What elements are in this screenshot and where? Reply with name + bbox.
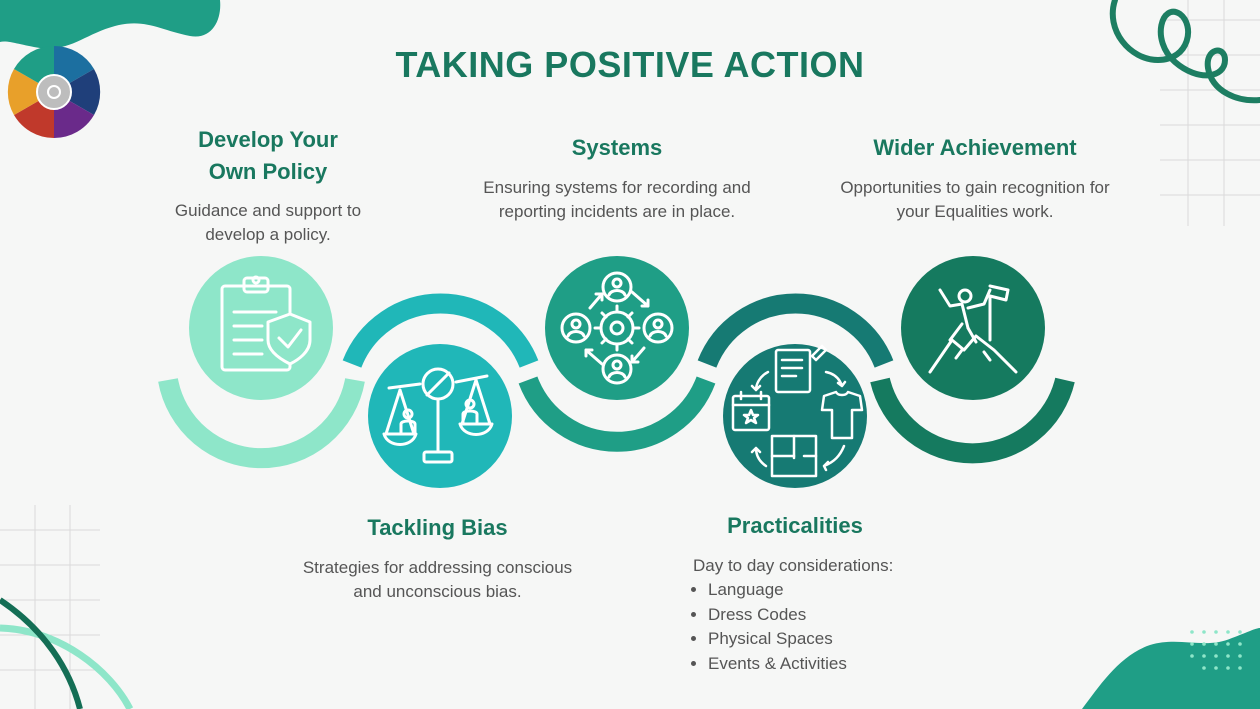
step2-circle: [368, 344, 512, 488]
step1-arc: [158, 378, 365, 469]
list-item: Physical Spaces: [708, 627, 948, 652]
step2-arc: [342, 293, 539, 368]
step5-heading: Wider Achievement: [873, 135, 1077, 160]
bottom-right-dots: [1190, 630, 1242, 670]
practicalities-cycle-icon: [731, 344, 864, 478]
list-item: Events & Activities: [708, 652, 948, 677]
logo-wheel-icon: [7, 45, 101, 139]
top-right-grid: [1160, 0, 1260, 226]
page-title: TAKING POSITIVE ACTION: [395, 44, 865, 85]
step5-circle: [901, 256, 1045, 400]
bottom-left-arc-light: [0, 624, 134, 709]
step1-heading: Develop Your Own Policy: [198, 127, 338, 184]
bottom-left-grid: [0, 505, 100, 709]
top-right-swirl: [1109, 0, 1260, 104]
step2-description: Strategies for addressing conscious and …: [302, 558, 573, 601]
step5-arc: [870, 377, 1075, 464]
step4-intro: Day to day considerations:: [693, 556, 894, 575]
step2-heading: Tackling Bias: [367, 515, 508, 540]
step4-list: Language Dress Codes Physical Spaces Eve…: [692, 578, 948, 676]
people-cycle-gear-icon: [560, 271, 674, 385]
step4-arc: [697, 293, 894, 368]
step3-circle: [545, 256, 689, 400]
step5-description: Opportunities to gain recognition for yo…: [840, 178, 1110, 221]
bottom-left-arc-dark: [0, 597, 83, 709]
list-item: Dress Codes: [708, 603, 948, 628]
step3-arc: [518, 376, 716, 452]
clipboard-shield-icon: [220, 275, 312, 372]
scales-prohibited-icon: [382, 367, 494, 464]
top-left-blob: [0, 0, 221, 49]
step3-heading: Systems: [571, 135, 663, 160]
step3-description: Ensuring systems for recording and repor…: [483, 178, 751, 221]
list-item: Language: [708, 578, 948, 603]
step1-description: Guidance and support to develop a policy…: [174, 201, 362, 244]
step4-heading: Practicalities: [727, 513, 863, 538]
bottom-right-blob: [1082, 628, 1260, 709]
summit-flag-icon: [928, 284, 1018, 374]
step1-circle: [189, 256, 333, 400]
